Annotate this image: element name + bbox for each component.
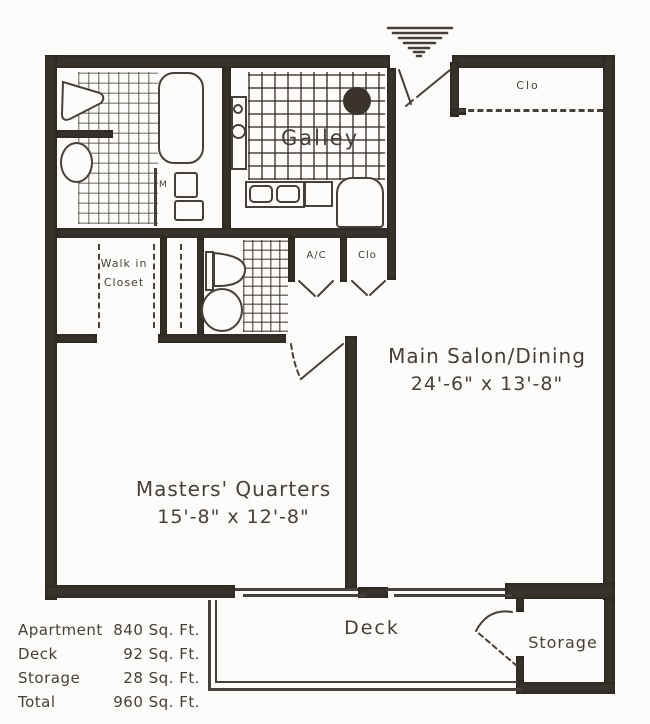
bottom-wall-right: [505, 583, 615, 599]
left-wall: [45, 55, 57, 600]
area-row-value: 92 Sq. Ft.: [123, 645, 200, 663]
walkin-closet-label-line2: Closet: [103, 276, 145, 289]
storage-right-wall: [604, 599, 615, 694]
washer-label: M: [159, 180, 168, 190]
ac-left-wall: [288, 238, 295, 282]
stove: [304, 181, 333, 207]
ac-closet-label: A/C: [306, 250, 327, 261]
vanity-second-bath: [205, 251, 214, 291]
entry-closet-label: Clo: [516, 79, 540, 92]
area-row-value: 28 Sq. Ft.: [123, 669, 200, 687]
storage-bottom-wall: [516, 682, 615, 694]
toilet-second: [201, 288, 243, 332]
storage-left-stub-bottom: [516, 656, 524, 684]
area-row-total: Total 960 Sq. Ft.: [18, 693, 200, 711]
main-salon-name: Main Salon/Dining: [388, 344, 586, 368]
area-row-label: Storage: [18, 669, 81, 687]
walkin-rod-line-2: [153, 244, 155, 328]
hall-closet-label: Clo: [358, 250, 377, 261]
area-row-label: Total: [18, 693, 56, 711]
linen-closet-rod-line: [180, 244, 182, 328]
galley-knob-large: [231, 124, 246, 139]
masters-top-wall-a: [57, 334, 97, 343]
bath-galley-wall: [222, 68, 231, 228]
deck-region: [210, 598, 516, 688]
area-row-label: Apartment: [18, 621, 103, 639]
walkin-right-wall: [160, 238, 167, 334]
area-row-deck: Deck 92 Sq. Ft.: [18, 645, 200, 663]
top-wall-right: [452, 55, 615, 68]
entry-closet-front-stub: [450, 108, 466, 115]
galley-corner-sink: [343, 87, 371, 115]
top-wall-left: [45, 55, 390, 68]
dryer-box: [174, 200, 204, 221]
bathroom-second-tile-floor: [243, 240, 288, 332]
walkin-closet-label-line1: Walk in: [100, 257, 148, 270]
masters-quarters-label: Masters' Quarters 15'-8" x 12'-8": [126, 477, 341, 528]
area-table: Apartment 840 Sq. Ft. Deck 92 Sq. Ft. St…: [18, 621, 200, 717]
masters-quarters-dims: 15'-8" x 12'-8": [157, 506, 310, 528]
galley-salon-wall: [387, 68, 396, 280]
storage-left-stub-top: [516, 598, 524, 612]
walkin-closet-label: Walk in Closet: [92, 254, 156, 292]
bottom-wall-left: [45, 585, 235, 598]
deck-bottom-line-inner: [215, 681, 518, 683]
masters-slider-line-inner: [243, 594, 365, 597]
masters-slider-line-outer: [235, 588, 358, 591]
entry-marker-icon: [386, 26, 454, 58]
toilet-main: [60, 142, 93, 183]
storage-label: Storage: [528, 633, 598, 652]
salon-slider-line-inner: [394, 594, 512, 597]
main-salon-dims: 24'-6" x 13'-8": [410, 373, 564, 395]
ac-clo-divider-wall: [340, 238, 347, 282]
area-row-apartment: Apartment 840 Sq. Ft.: [18, 621, 200, 639]
entry-closet-left-wall: [450, 62, 459, 117]
sink-basin-right: [276, 185, 300, 203]
deck-left-line-outer: [208, 600, 211, 690]
area-row-value: 960 Sq. Ft.: [113, 693, 200, 711]
area-row-storage: Storage 28 Sq. Ft.: [18, 669, 200, 687]
sink-basin-left: [249, 185, 273, 203]
masters-quarters-name: Masters' Quarters: [135, 477, 332, 501]
deck-bottom-line-outer: [208, 688, 521, 691]
bathroom-tile-floor: [78, 72, 158, 224]
deck-left-line-inner: [215, 600, 217, 682]
bottom-wall-post: [358, 587, 388, 598]
masters-top-wall-b: [158, 334, 286, 343]
galley-label: Galley: [281, 126, 360, 150]
refrigerator: [336, 177, 384, 228]
mid-horizontal-wall: [57, 228, 395, 238]
salon-slider-line-outer: [386, 588, 505, 591]
laundry-divider-line: [154, 168, 157, 226]
deck-label: Deck: [344, 617, 400, 639]
area-row-value: 840 Sq. Ft.: [113, 621, 200, 639]
ac-closet-door-swing: [298, 280, 334, 297]
main-salon-label: Main Salon/Dining 24'-6" x 13'-8": [382, 344, 592, 395]
area-row-label: Deck: [18, 645, 58, 663]
walkin-rod-line-1: [98, 244, 100, 328]
masters-salon-wall: [345, 336, 357, 588]
masters-quarters-region: [57, 343, 345, 586]
bath2-left-wall: [197, 238, 204, 334]
entry-closet-shelf-line: [459, 109, 603, 112]
bath-inner-wall: [57, 130, 113, 138]
bathtub: [158, 72, 204, 164]
washer-box: [174, 172, 198, 198]
right-wall: [603, 55, 615, 600]
galley-knob-small: [233, 104, 243, 114]
